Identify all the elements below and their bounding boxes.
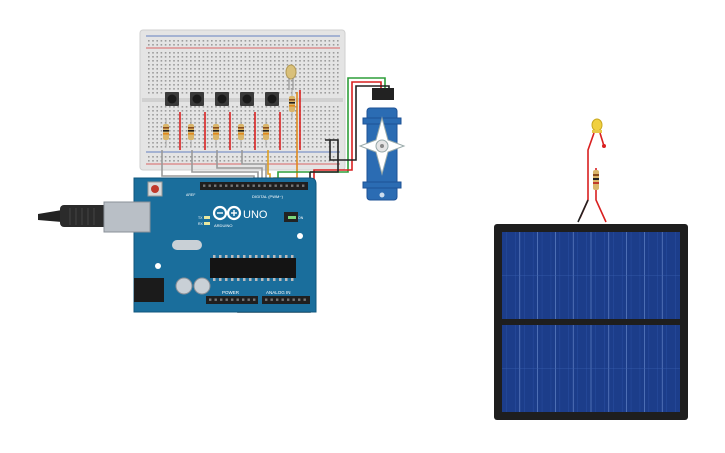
solar-wire-black [577,199,589,223]
arduino-logo-icon [212,205,242,221]
solar-wire-red-left [579,132,595,219]
analog-header[interactable] [262,296,310,304]
servo-motor[interactable] [358,88,406,201]
chip-pins [213,255,294,281]
brand-label: ARDUINO [214,223,232,228]
rx-led [204,222,210,225]
atmega-chip [210,258,296,278]
breadboard-led[interactable] [285,64,297,90]
breadboard-resistor-1 [163,118,169,146]
wire-gray-3 [241,150,267,184]
digital-label: DIGITAL (PWM~) [252,194,284,199]
pushbutton-5[interactable] [265,92,279,106]
servo-mount-hole [379,192,385,198]
solar-cells [502,232,680,412]
solar-panel[interactable] [494,224,688,420]
rx-label: RX [198,222,204,226]
solar-wire-red-top [599,132,605,147]
breadboard-resistor-4 [238,118,244,146]
solar-resistor [593,170,599,190]
on-led [288,216,296,219]
tx-label: TX [198,216,203,220]
power-label: POWER [222,290,240,295]
mount-hole-1 [155,263,161,269]
header-pins [203,184,306,301]
capacitor-1 [175,277,193,295]
crystal-oscillator [172,240,202,250]
breadboard-red-jumpers [179,90,301,150]
analog-label: ANALOG IN [266,290,291,295]
arduino-uno-board[interactable]: UNO ARDUINO DIGITAL (PWM~) ANALOG IN POW… [38,177,317,313]
breadboard-resistor-2 [188,118,194,146]
breadboard-resistor-5 [263,118,269,146]
pushbutton-group[interactable] [165,92,279,106]
tx-led [204,216,210,219]
breadboard-holes [148,40,339,162]
servo-connector [372,88,394,100]
usb-port [103,201,151,233]
usb-cable [38,201,151,233]
solar-wires [577,132,607,223]
breadboard-resistor-6 [289,90,295,118]
pushbutton-1[interactable] [165,92,179,106]
on-label: ON [298,216,304,220]
breadboard-resistor-group [163,90,295,146]
wire-gray-2 [216,150,263,184]
pushbutton-2[interactable] [190,92,204,106]
power-jack[interactable] [134,278,164,302]
solar-led[interactable] [591,118,603,133]
mount-hole-2 [297,233,303,239]
wire-green-servo [277,77,386,184]
capacitor-2 [193,277,211,295]
reset-icon [151,185,159,193]
breadboard-resistor-3 [213,118,219,146]
model-label: UNO [243,209,268,221]
pushbutton-3[interactable] [215,92,229,106]
pushbutton-4[interactable] [240,92,254,106]
aref-label: AREF [186,193,195,197]
